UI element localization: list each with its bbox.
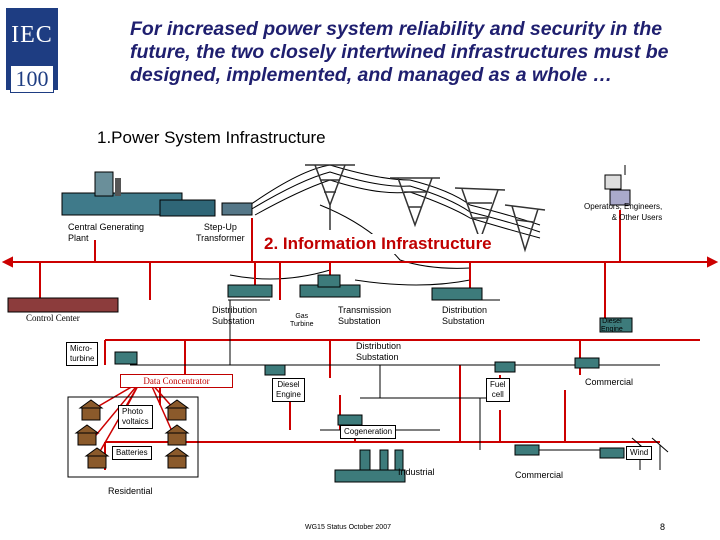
batteries-box: Batteries — [112, 446, 152, 460]
information-infrastructure-heading: 2. Information Infrastructure — [262, 234, 494, 254]
page-number: 8 — [660, 522, 666, 532]
operator-workstation-graphic — [604, 165, 631, 206]
distribution-substation-1-label: Distribution Substation — [212, 305, 258, 326]
cogeneration-box: Cogeneration — [340, 425, 397, 439]
slide-title: For increased power system reliability a… — [130, 18, 669, 86]
central-plant-graphic — [61, 171, 253, 217]
control-center-graphic — [7, 297, 119, 313]
stepup-transformer-label: Step-Up Transformer — [196, 222, 245, 243]
residential-label: Residential — [108, 486, 153, 496]
residential-houses — [74, 399, 190, 469]
logo-top-text: IEC — [11, 22, 53, 48]
industrial-label: Industrial — [398, 467, 435, 477]
diesel-engine-1-label: Diesel Engine — [601, 318, 623, 333]
fuel-cell-box: Fuel cell — [486, 378, 510, 402]
control-center-label: Control Center — [26, 313, 80, 323]
commercial-2-label: Commercial — [515, 470, 564, 480]
logo-bottom-text: 100 — [10, 65, 54, 93]
central-plant-label: Central Generating Plant — [68, 222, 145, 243]
data-concentrator-box: Data Concentrator — [120, 374, 233, 388]
distribution-substation-3-label: Distribution Substation — [356, 341, 402, 362]
diesel-engine-2-box: Diesel Engine — [272, 378, 305, 402]
information-network-lines — [1, 210, 719, 470]
wind-box: Wind — [626, 446, 653, 460]
distribution-substation-2-label: Distribution Substation — [442, 305, 488, 326]
iec-logo: IEC 100 — [6, 8, 58, 93]
transmission-substation-label: Transmission Substation — [338, 305, 392, 326]
transmission-lines — [229, 164, 541, 286]
microturbine-box: Micro- turbine — [66, 342, 99, 366]
commercial-1-label: Commercial — [585, 377, 634, 387]
photovoltaics-box: Photo voltaics — [118, 405, 153, 429]
footer-text: WG15 Status October 2007 — [305, 524, 391, 531]
gas-turbine-label: Gas Turbine — [290, 313, 314, 328]
operators-label: Operators, Engineers, & Other Users — [584, 202, 663, 222]
equipment-blocks — [114, 274, 633, 483]
power-system-heading: 1.Power System Infrastructure — [97, 128, 326, 147]
